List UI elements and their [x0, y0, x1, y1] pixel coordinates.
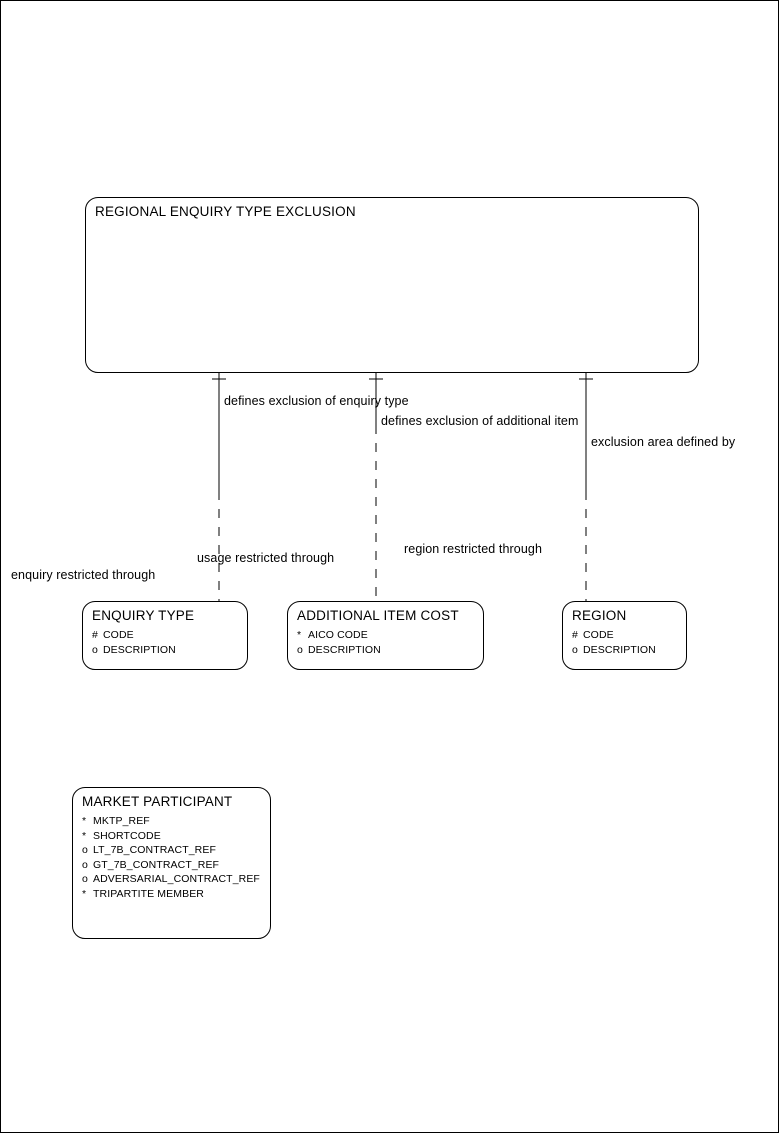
relationship-label-region-restricted-through: region restricted through — [404, 542, 542, 556]
attribute-label: CODE — [583, 629, 614, 641]
attribute-marker: o — [82, 844, 88, 857]
attribute-row: * MKTP_REF — [82, 814, 270, 829]
attribute-marker: o — [82, 858, 88, 871]
attribute-label: MKTP_REF — [93, 815, 150, 827]
attribute-list: # CODE o DESCRIPTION — [572, 628, 686, 657]
relationship-line-region — [577, 361, 595, 602]
attribute-label: CODE — [103, 629, 134, 641]
attribute-marker: * — [82, 887, 87, 900]
entity-title: ENQUIRY TYPE — [92, 608, 195, 623]
attribute-label: DESCRIPTION — [103, 643, 176, 656]
attribute-row: o DESCRIPTION — [572, 643, 686, 658]
entity-title: MARKET PARTICIPANT — [82, 794, 233, 809]
attribute-marker: * — [82, 829, 87, 842]
attribute-row: o GT_7B_CONTRACT_REF — [82, 858, 270, 873]
attribute-marker: * — [82, 815, 87, 827]
entity-title: REGIONAL ENQUIRY TYPE EXCLUSION — [95, 204, 356, 219]
attribute-list: * MKTP_REF * SHORTCODE o LT_7B_CONTRACT_REF… — [82, 814, 270, 902]
relationship-label-enquiry-restricted-through: enquiry restricted through — [11, 568, 156, 582]
relationship-label-defines-exclusion-of-additional-item: defines exclusion of additional item — [381, 414, 579, 428]
attribute-marker: # — [92, 629, 98, 641]
attribute-marker: * — [297, 629, 302, 641]
attribute-marker: o — [82, 873, 88, 886]
attribute-label: ADVERSARIAL_CONTRACT_REF — [93, 873, 260, 886]
attribute-row: o DESCRIPTION — [92, 643, 247, 658]
attribute-row: o LT_7B_CONTRACT_REF — [82, 843, 270, 858]
entity-title: REGION — [572, 608, 627, 623]
attribute-label: TRIPARTITE MEMBER — [93, 887, 204, 900]
entity-region[interactable]: REGION # CODE o DESCRIPTION — [562, 601, 687, 670]
attribute-row: # CODE — [92, 628, 247, 643]
relationship-label-defines-exclusion-of-enquiry-type: defines exclusion of enquiry type — [224, 394, 409, 408]
attribute-marker: o — [92, 643, 98, 656]
attribute-row: * AICO CODE — [297, 628, 483, 643]
attribute-label: SHORTCODE — [93, 829, 161, 842]
attribute-label: DESCRIPTION — [308, 643, 381, 656]
attribute-label: DESCRIPTION — [583, 643, 656, 656]
attribute-row: o DESCRIPTION — [297, 643, 483, 658]
entity-enquiry-type[interactable]: ENQUIRY TYPE # CODE o DESCRIPTION — [82, 601, 248, 670]
attribute-label: GT_7B_CONTRACT_REF — [93, 858, 220, 871]
attribute-row: * SHORTCODE — [82, 829, 270, 844]
entity-additional-item-cost[interactable]: ADDITIONAL ITEM COST * AICO CODE o DESCRIP… — [287, 601, 484, 670]
attribute-list: * AICO CODE o DESCRIPTION — [297, 628, 483, 657]
attribute-row: * TRIPARTITE MEMBER — [82, 887, 270, 902]
entity-title: ADDITIONAL ITEM COST — [297, 608, 459, 623]
relationship-label-usage-restricted-through: usage restricted through — [197, 551, 335, 565]
attribute-row: # CODE — [572, 628, 686, 643]
attribute-row: o ADVERSARIAL_CONTRACT_REF — [82, 872, 270, 887]
attribute-marker: o — [572, 643, 578, 656]
attribute-label: LT_7B_CONTRACT_REF — [93, 844, 216, 857]
entity-regional-enquiry-type-exclusion[interactable]: REGIONAL ENQUIRY TYPE EXCLUSION — [85, 197, 699, 373]
attribute-label: AICO CODE — [308, 629, 368, 641]
relationship-label-exclusion-area-defined-by: exclusion area defined by — [591, 435, 736, 449]
entity-market-participant[interactable]: MARKET PARTICIPANT * MKTP_REF * SHORTCODE … — [72, 787, 271, 939]
attribute-marker: o — [297, 643, 303, 656]
attribute-list: # CODE o DESCRIPTION — [92, 628, 247, 657]
attribute-marker: # — [572, 629, 578, 641]
